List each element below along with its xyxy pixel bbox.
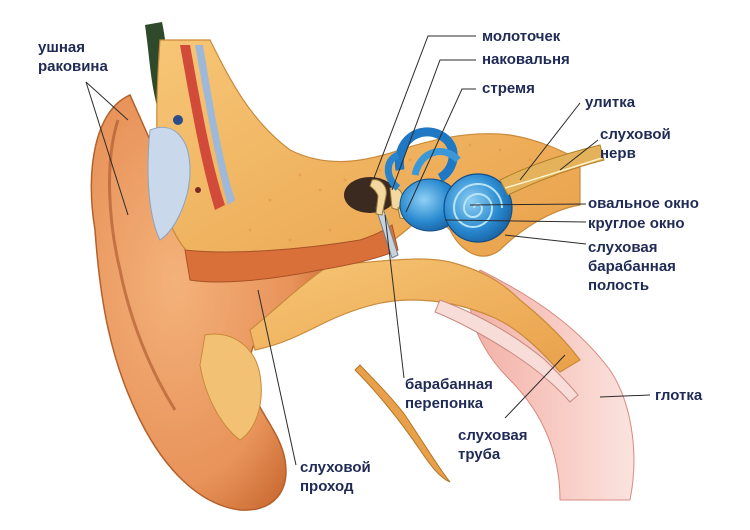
label-round-window: круглое окно bbox=[588, 215, 685, 232]
label-auricle: ушная раковина bbox=[38, 39, 108, 75]
label-eustachian-tube: слуховая труба bbox=[458, 427, 528, 463]
auricle-fold bbox=[108, 119, 177, 411]
label-hammer: молоточек bbox=[482, 28, 561, 45]
label-ear-canal: слуховой проход bbox=[300, 459, 371, 495]
label-eardrum: барабанная перепонка bbox=[405, 376, 493, 412]
leader-lines bbox=[85, 35, 651, 466]
cartilage-lower bbox=[199, 333, 262, 441]
label-anvil: наковальня bbox=[482, 51, 570, 68]
vessels bbox=[173, 45, 235, 210]
label-cochlea: улитка bbox=[585, 94, 636, 111]
label-oval-window: овальное окно bbox=[588, 195, 699, 212]
ear-canal bbox=[184, 224, 399, 283]
styloid-process bbox=[354, 364, 451, 483]
temporal-bone-lower bbox=[249, 258, 581, 373]
label-stirrup: стремя bbox=[482, 80, 535, 97]
label-pharynx: глотка bbox=[655, 387, 703, 404]
label-tympanic-cavity: слуховая барабанная полость bbox=[588, 239, 676, 294]
eustachian-tube-shape bbox=[434, 299, 579, 403]
cartilage bbox=[147, 126, 191, 241]
label-auditory-nerve: слуховой нерв bbox=[600, 126, 671, 162]
